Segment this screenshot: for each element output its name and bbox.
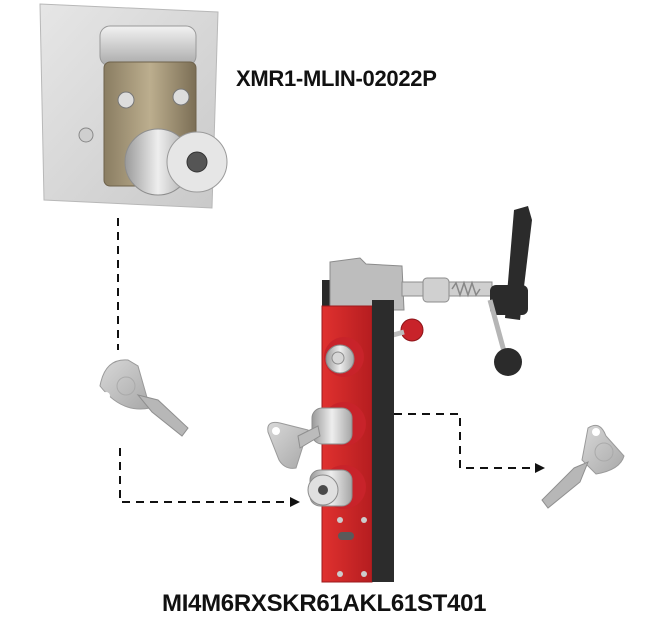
label-interlock: MI4M6RXSKR61AKL61ST401: [162, 590, 487, 617]
key-left-illustration: [99, 359, 189, 437]
red-release-button: [400, 318, 424, 342]
key-right-illustration: [541, 424, 625, 509]
plate-screw: [78, 127, 94, 143]
interlock-black-side: [372, 300, 394, 582]
interlock-illustration: [307, 206, 532, 583]
label-door-lock: XMR1-MLIN-02022P: [236, 66, 437, 91]
connector-interlock-to-key: [394, 413, 545, 473]
key-slot: [186, 151, 208, 173]
key-inserted-illustration: [267, 421, 321, 469]
connector-door-to-interlock: [117, 218, 298, 502]
door-lock-illustration: [39, 3, 228, 209]
lever-knob: [494, 348, 522, 376]
